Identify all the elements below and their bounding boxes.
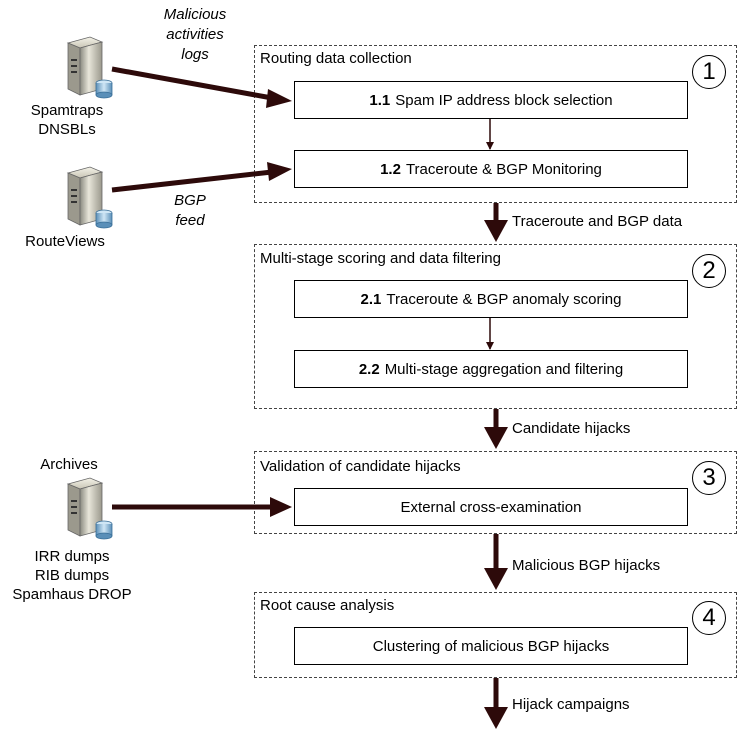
step-1-2-id: 1.2 — [380, 160, 401, 178]
phase-4-number: 4 — [692, 601, 726, 635]
phase-1-number: 1 — [692, 55, 726, 89]
archives-to-step-3-arrow — [112, 497, 292, 517]
archives-server-icon — [67, 477, 113, 540]
phase-1-title: Routing data collection — [260, 50, 412, 67]
spamtraps-server-icon — [67, 36, 113, 99]
routeviews-label: RouteViews — [25, 233, 105, 250]
bgp-feed-label: BGP feed — [174, 192, 206, 229]
step-1-1-id: 1.1 — [369, 91, 391, 109]
archives-label: IRR dumps RIB dumps Spamhaus DROP — [12, 548, 132, 603]
spamtraps-label: Spamtraps DNSBLs — [30, 102, 104, 138]
output-label-4: Hijack campaigns — [512, 696, 630, 713]
step-2-2-id: 2.2 — [358, 360, 380, 378]
spamtraps-to-step-1-1-arrow — [111, 66, 292, 108]
phase-3-title: Validation of candidate hijacks — [260, 458, 461, 475]
phase-3-output-arrow — [484, 534, 508, 590]
phase-2-number: 2 — [692, 254, 726, 288]
malicious-logs-label: Malicious activities logs — [163, 6, 227, 63]
phase-4-title: Root cause analysis — [260, 597, 395, 614]
phase-3-box — [254, 451, 737, 534]
routeviews-server-icon — [67, 166, 113, 229]
archives-top-label: Archives — [40, 456, 98, 473]
step-3-box: External cross-examination — [294, 488, 688, 526]
phase-2-output-arrow — [484, 409, 508, 449]
step-1-1-text: Spam IP address block selection — [395, 91, 613, 109]
step-1-2-text: Traceroute & BGP Monitoring — [405, 160, 602, 178]
step-2-1-id: 2.1 — [360, 290, 382, 308]
phase-2-title: Multi-stage scoring and data filtering — [260, 250, 501, 267]
phase-4-output-arrow — [484, 678, 508, 729]
phase-2-box — [254, 244, 737, 409]
step-4-box: Clustering of malicious BGP hijacks — [294, 627, 688, 665]
phase-1-output-arrow — [484, 203, 508, 242]
routeviews-to-step-1-2-arrow — [111, 162, 292, 193]
step-2-1-text: Traceroute & BGP anomaly scoring — [386, 290, 622, 308]
phase-4-box — [254, 592, 737, 678]
step-3-text: External cross-examination — [400, 498, 582, 516]
step-4-text: Clustering of malicious BGP hijacks — [372, 637, 610, 655]
phase-1-box — [254, 45, 737, 203]
phase-3-number: 3 — [692, 461, 726, 495]
step-2-2-text: Multi-stage aggregation and filtering — [384, 360, 624, 378]
output-label-1: Traceroute and BGP data — [512, 213, 683, 230]
output-label-2: Candidate hijacks — [512, 420, 631, 437]
output-label-3: Malicious BGP hijacks — [512, 557, 661, 574]
